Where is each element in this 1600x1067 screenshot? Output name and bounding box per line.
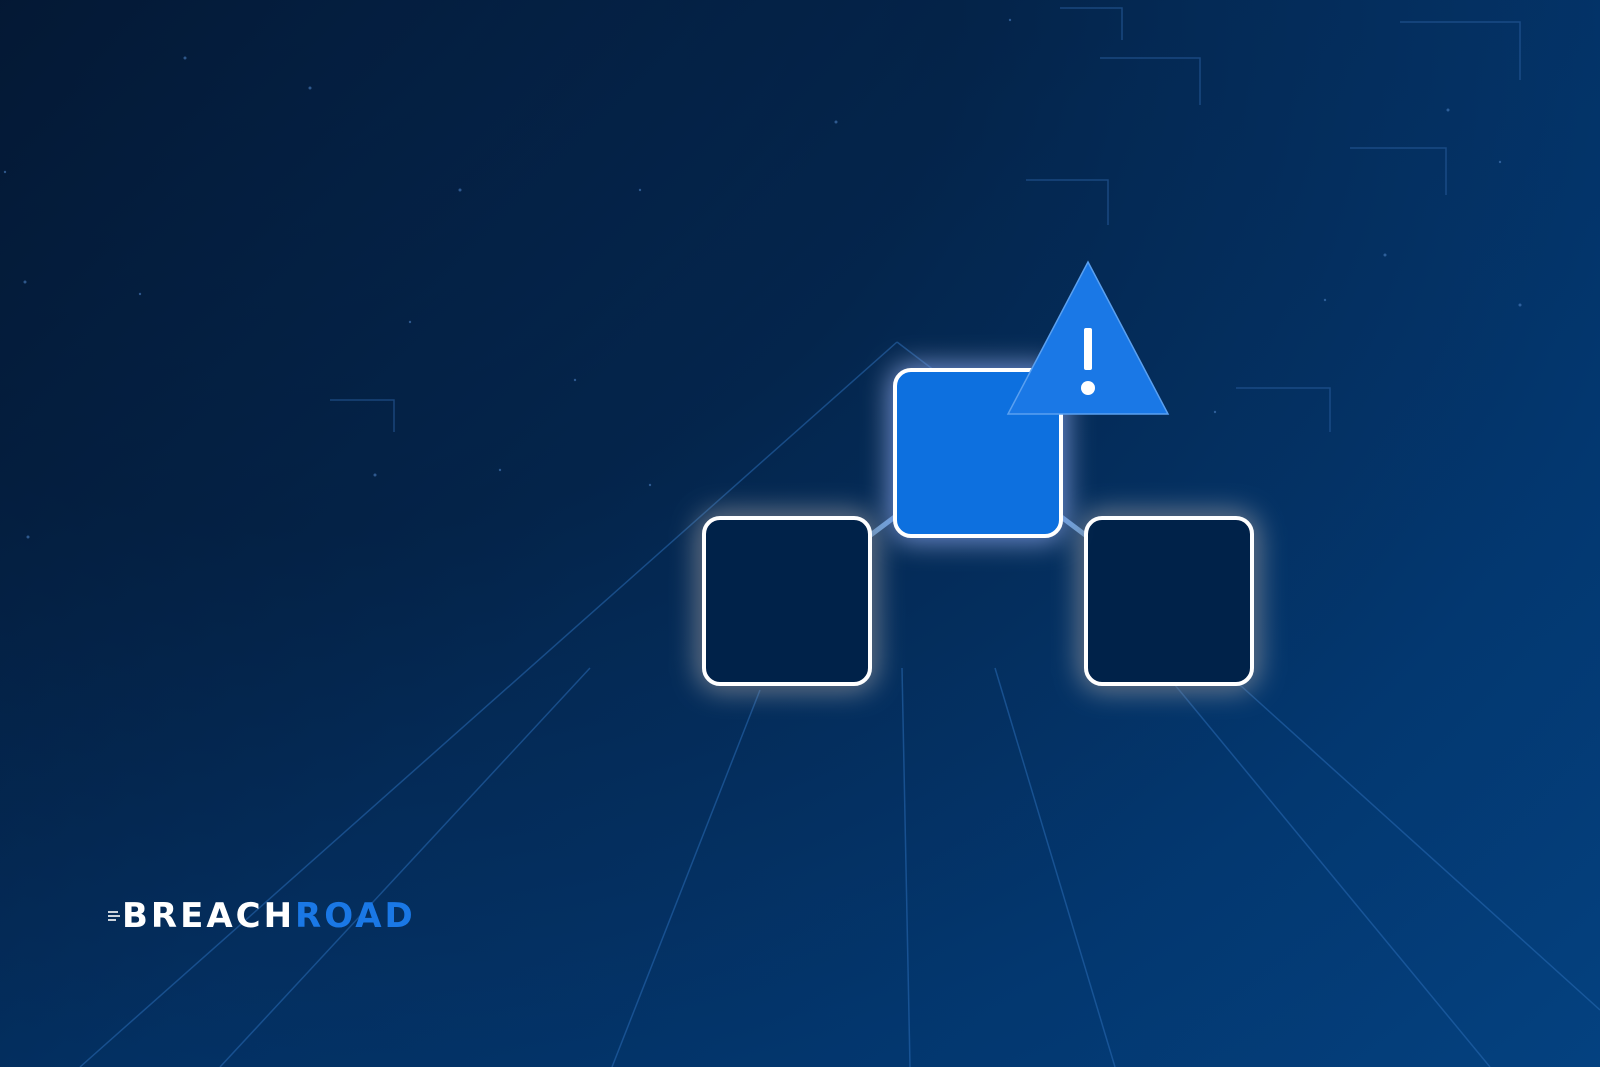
node-right <box>1084 516 1254 686</box>
brand-name-part-2: ROAD <box>295 896 416 936</box>
node-left <box>702 516 872 686</box>
speed-lines-icon <box>108 910 120 922</box>
node-connectors <box>866 514 1090 539</box>
corner-brackets <box>330 7 1521 432</box>
star-dots <box>3 18 1522 539</box>
brand-name-part-1: BREACH <box>122 896 296 936</box>
warning-triangle-icon <box>1006 260 1170 415</box>
road-lines <box>79 341 1600 1067</box>
